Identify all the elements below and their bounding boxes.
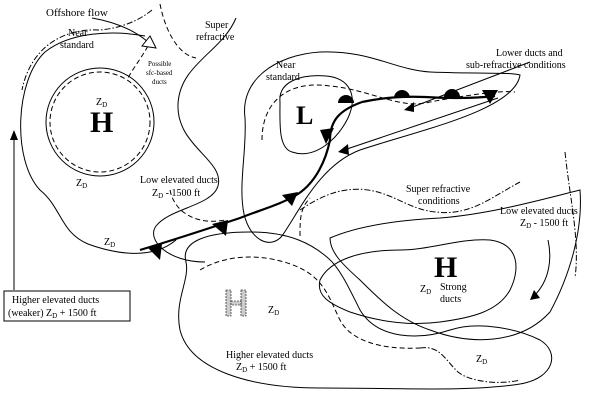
cold-front-triangle [212,220,228,236]
high-right-outer-contour [329,189,581,341]
possible-duct-dashed [127,45,149,79]
right-dashdot-edge [564,151,577,279]
possible-label-3: ducts [152,78,167,86]
outline-high-symbol [225,289,247,317]
high-left-symbol: H [90,106,113,139]
near-standard-center-label-2: standard [266,72,300,83]
strong-label: Strong [440,282,467,293]
low-center-symbol: L [296,101,313,130]
cold-front-triangle [320,128,334,144]
sub-refractive-arrow-line [343,97,499,151]
higher-elevated-box-label: Higher elevated ducts [12,295,99,306]
super-refractive-dashdot [299,181,521,214]
offshore-flow-label: Offshore flow [46,7,108,19]
low-inner-contour [279,75,353,155]
zd-left-bottom: ZD [104,237,115,249]
warm-front-line [361,94,496,104]
right-curved-arrowhead [530,290,540,300]
super-refractive-label: Super [205,20,229,31]
near-standard-left-label-2: standard [60,40,94,51]
possible-label: Possible [148,60,171,68]
front-end-triangle [482,90,498,104]
possible-label-2: sfc-based [146,69,173,77]
sub-refractive-arrowhead [338,144,349,155]
offshore-dashdot-line [21,9,153,91]
zd-bottom-right: ZD [476,354,487,366]
higher-elevated-bottom-label: Higher elevated ducts [226,350,313,361]
h-l-boundary-contour [153,17,237,263]
higher-elevated-box-label-2: (weaker) ZD + 1500 ft [8,308,97,320]
lower-ducts-label: Lower ducts and [496,48,563,59]
offshore-flow-arrow-line [91,17,149,43]
high-right-symbol: H [434,251,457,284]
near-standard-center-label: Near [276,60,296,71]
higher-elevated-bottom-label-2: ZD + 1500 ft [236,362,287,374]
high-left-inner-contour [45,67,155,177]
zd-high-left: ZD [96,97,107,109]
warm-front-semicircle [394,90,410,98]
high-left-outer-contour [20,32,177,254]
vertical-left-arrowhead [10,130,18,140]
low-elevated-right-label-2: ZD - 1500 ft [520,218,568,230]
lower-ducts-arrow-line [409,61,531,109]
low-elevated-left-label-2: ZD - 1500 ft [152,188,200,200]
high-left-dashed-contour [49,71,151,173]
near-standard-left-label: Near [68,28,88,39]
lower-ducts-arrowhead [404,102,414,112]
low-elevated-right-label: Low elevated ducts [500,206,578,217]
cold-front-triangle [148,244,162,260]
offshore-flow-arrowhead [141,35,157,49]
boundary-dashed [169,189,226,222]
strong-label-2: ducts [440,294,461,305]
super-refractive-cond-label-2: conditions [418,196,460,207]
low-outer-contour [241,51,521,243]
warm-front-semicircle [444,89,460,97]
super-refractive-label-2: refractive [196,32,235,43]
low-dashed-contour [261,84,516,141]
higher-elevated-box [3,290,131,322]
bottom-dashed-contour [199,256,421,349]
mid-dashed [299,197,311,237]
super-refractive-dashed-top [159,3,197,59]
super-refractive-cond-label: Super refractive [406,184,471,195]
zd-outline-h: ZD [268,305,279,317]
cold-front-triangle [282,192,298,206]
zd-left-edge: ZD [76,178,87,190]
right-curved-arrow-line [533,239,551,297]
warm-front-semicircle [338,95,354,103]
low-elevated-left-label: Low elevated ducts [140,175,218,186]
high-right-inner-contour [318,239,517,324]
bottom-large-contour [178,231,553,390]
bottom-dashdot-contour [419,347,521,383]
zd-strong: ZD [420,284,431,296]
lower-ducts-label-2: sub-refractive conditions [466,60,566,71]
